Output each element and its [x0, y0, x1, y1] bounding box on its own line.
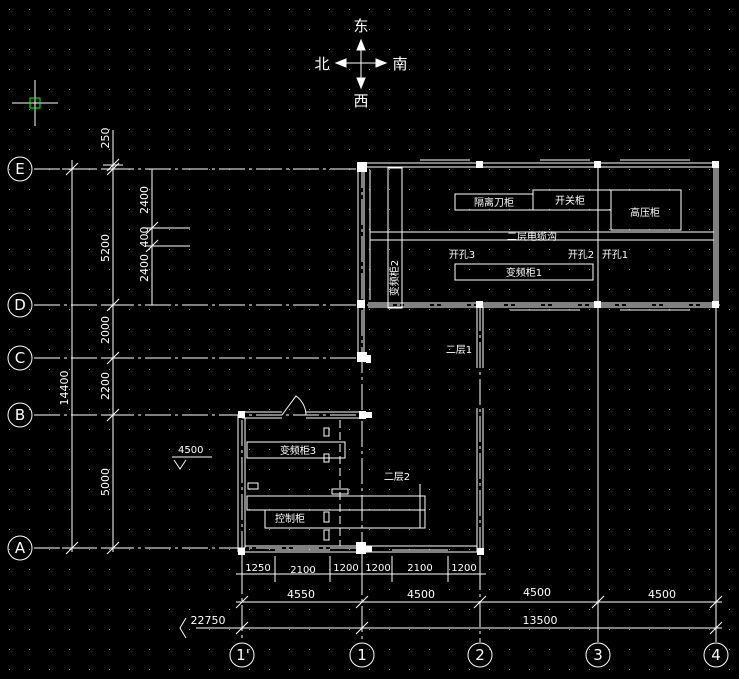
left-dimension-lines: [62, 130, 190, 555]
label-floor2-1: 二层1: [446, 344, 472, 356]
dim-400: 400: [138, 227, 151, 248]
dim-2200: 2200: [99, 372, 112, 400]
label-vfd-2: 变频柜2: [388, 260, 401, 296]
label-hole-3: 开孔3: [449, 249, 475, 261]
dim-bay-1-2: 4500: [407, 588, 435, 601]
row-label-C: C: [15, 349, 25, 367]
compass-north: 北: [314, 55, 329, 73]
column-bubbles: [229, 642, 729, 668]
building-walls: [237, 159, 719, 553]
label-cable-trench: 二层电缆沟: [507, 230, 557, 243]
dim-open-2100b: 2100: [407, 563, 432, 574]
compass-south: 南: [392, 55, 407, 73]
dim-bay-1p-1: 4550: [287, 588, 315, 601]
row-bubbles: [7, 156, 33, 561]
dim-2400-top: 2400: [138, 186, 151, 214]
label-control-cabinet: 控制柜: [275, 512, 305, 525]
col-label-1: 1: [357, 646, 367, 664]
dim-5200: 5200: [99, 234, 112, 262]
dim-5000: 5000: [99, 468, 112, 496]
label-isolator-cabinet: 隔离刀柜: [474, 196, 514, 209]
dim-overall-right: 13500: [523, 614, 558, 627]
dim-bay-3-4: 4500: [648, 588, 676, 601]
dim-overall-left: 22750: [191, 614, 226, 627]
dim-open-2100a: 2100: [290, 565, 315, 576]
dim-open-1200c: 1200: [451, 563, 476, 574]
col-label-3: 3: [593, 646, 603, 664]
dim-total-height: 14400: [58, 371, 71, 406]
row-label-A: A: [15, 539, 26, 557]
dim-2400-bottom: 2400: [138, 254, 151, 282]
bottom-dimension-lines: [179, 556, 723, 639]
dim-250: 250: [99, 128, 112, 149]
dim-open-1200a: 1200: [333, 563, 358, 574]
label-vfd-3: 变频柜3: [280, 444, 316, 457]
dim-open-1250: 1250: [245, 563, 270, 574]
level-value: 4500: [178, 445, 203, 456]
compass-arrows-icon: [334, 38, 388, 90]
col-label-4: 4: [711, 646, 721, 664]
compass-west: 西: [353, 92, 368, 110]
col-label-1p: 1': [236, 646, 250, 664]
row-label-B: B: [15, 406, 25, 424]
equipment-boxes: [246, 167, 682, 546]
label-hv-cabinet: 高压柜: [630, 206, 660, 219]
level-mark-icon: [172, 456, 212, 470]
label-floor2-2: 二层2: [384, 471, 410, 483]
dim-open-1200b: 1200: [365, 563, 390, 574]
compass-east: 东: [353, 17, 368, 35]
row-label-E: E: [15, 160, 24, 178]
row-label-D: D: [14, 296, 26, 314]
label-switch-cabinet: 开关柜: [555, 194, 585, 207]
ucs-crosshair-icon: [12, 80, 58, 126]
structural-columns: [238, 161, 719, 555]
dim-2000: 2000: [99, 316, 112, 344]
label-vfd-1: 变频柜1: [506, 266, 542, 279]
label-hole-1: 开孔1: [602, 249, 628, 261]
label-hole-2: 开孔2: [568, 249, 594, 261]
dim-bay-2-3: 4500: [523, 586, 551, 599]
col-label-2: 2: [475, 646, 485, 664]
